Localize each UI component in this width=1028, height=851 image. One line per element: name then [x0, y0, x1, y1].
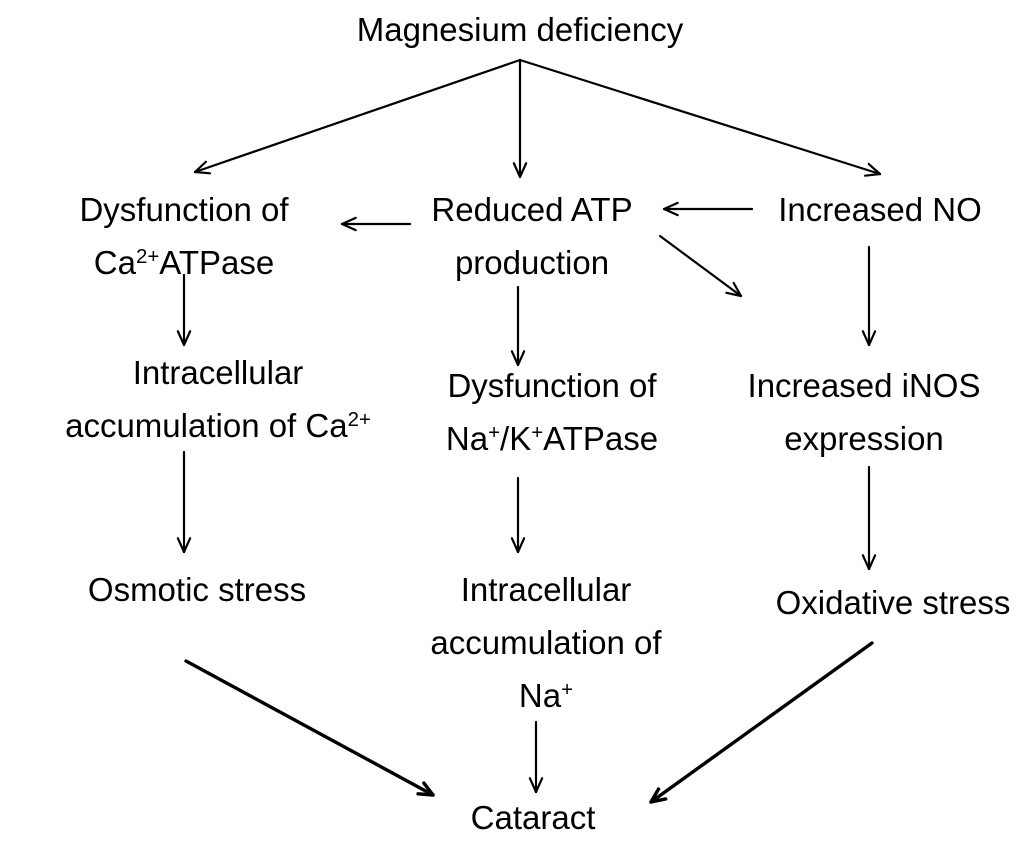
node-label-line: production: [454, 244, 610, 281]
node-label-line: Dysfunction of: [447, 367, 657, 404]
arrow-inos-to-oxidative: [861, 465, 877, 571]
arrow-no-to-atp: [662, 201, 754, 217]
node-label-line: Na+/K+ATPase: [445, 420, 659, 457]
arrow-mg_deficiency-to-ca_atpase: [193, 58, 522, 175]
arrow-ca_atpase-to-ca_accum: [176, 273, 192, 347]
node-oxidative-stress: Oxidative stress: [776, 576, 1011, 629]
arrow-shaft: [649, 641, 874, 804]
arrow-atp-to-ca_atpase: [340, 216, 412, 232]
arrow-head: [863, 162, 882, 177]
arrow-head: [510, 350, 526, 367]
arrow-head: [176, 537, 192, 554]
arrow-atp-to-na_k_atpase: [510, 285, 526, 367]
arrow-head: [861, 330, 877, 347]
arrow-na_k_atpase-to-na_accum: [510, 476, 526, 554]
arrow-head: [193, 160, 212, 175]
node-label-line: Dysfunction of: [79, 191, 289, 228]
superscript: +: [488, 420, 501, 444]
node-label-line: accumulation of: [430, 624, 662, 661]
node-label-line: expression: [784, 420, 944, 457]
node-label-line: Intracellular: [132, 354, 304, 391]
node-increased-inos: Increased iNOS expression: [748, 359, 981, 465]
superscript: +: [561, 677, 574, 701]
arrow-head: [340, 216, 357, 232]
arrow-ca_accum-to-osmotic: [176, 450, 192, 554]
arrow-atp-to-inos: [658, 234, 743, 298]
arrow-mg_deficiency-to-atp: [512, 58, 528, 179]
arrow-no-to-inos: [861, 245, 877, 347]
node-label-line: Na+: [518, 677, 574, 714]
node-label-line: Osmotic stress: [87, 571, 307, 608]
arrow-head: [861, 554, 877, 571]
node-na-k-atpase-dysfunction: Dysfunction of Na+/K+ATPase: [446, 359, 658, 465]
arrow-na_accum-to-cataract: [528, 720, 544, 794]
node-increased-no: Increased NO: [778, 183, 982, 236]
arrow-head: [510, 537, 526, 554]
node-cataract: Cataract: [471, 791, 596, 844]
node-label-line: Oxidative stress: [775, 584, 1011, 621]
arrow-shaft: [184, 659, 435, 797]
superscript: 2+: [135, 244, 160, 268]
arrow-shaft: [518, 58, 882, 176]
node-label-line: Magnesium deficiency: [356, 11, 684, 48]
superscript: 2+: [347, 407, 371, 431]
node-label-line: Increased iNOS: [747, 367, 981, 404]
node-magnesium-deficiency: Magnesium deficiency: [357, 3, 684, 56]
node-label-line: Intracellular: [460, 571, 632, 608]
superscript: +: [531, 420, 544, 444]
arrow-shaft: [193, 58, 522, 174]
node-label-line: Cataract: [470, 799, 596, 836]
node-label-line: Reduced ATP: [431, 191, 633, 228]
node-reduced-atp: Reduced ATP production: [431, 183, 632, 289]
node-intracellular-ca: Intracellular accumulation of Ca2+: [65, 346, 371, 452]
arrow-head: [416, 781, 435, 797]
arrow-head: [662, 201, 679, 217]
arrow-mg_deficiency-to-no: [518, 58, 882, 177]
arrow-head: [512, 162, 528, 179]
node-label-line: Increased NO: [778, 191, 982, 228]
node-label-line: Ca2+ATPase: [93, 244, 275, 281]
arrow-osmotic-to-cataract: [184, 659, 435, 797]
node-label-line: accumulation of Ca2+: [65, 407, 371, 444]
arrow-head: [176, 330, 192, 347]
arrow-shaft: [658, 234, 743, 298]
arrow-head: [649, 787, 668, 804]
arrow-oxidative-to-cataract: [649, 641, 874, 804]
arrow-head: [528, 777, 544, 794]
node-osmotic-stress: Osmotic stress: [88, 563, 306, 616]
arrow-head: [725, 281, 743, 298]
node-ca-atpase-dysfunction: Dysfunction of Ca2+ATPase: [79, 183, 288, 289]
node-intracellular-na: Intracellular accumulation of Na+: [430, 563, 661, 722]
